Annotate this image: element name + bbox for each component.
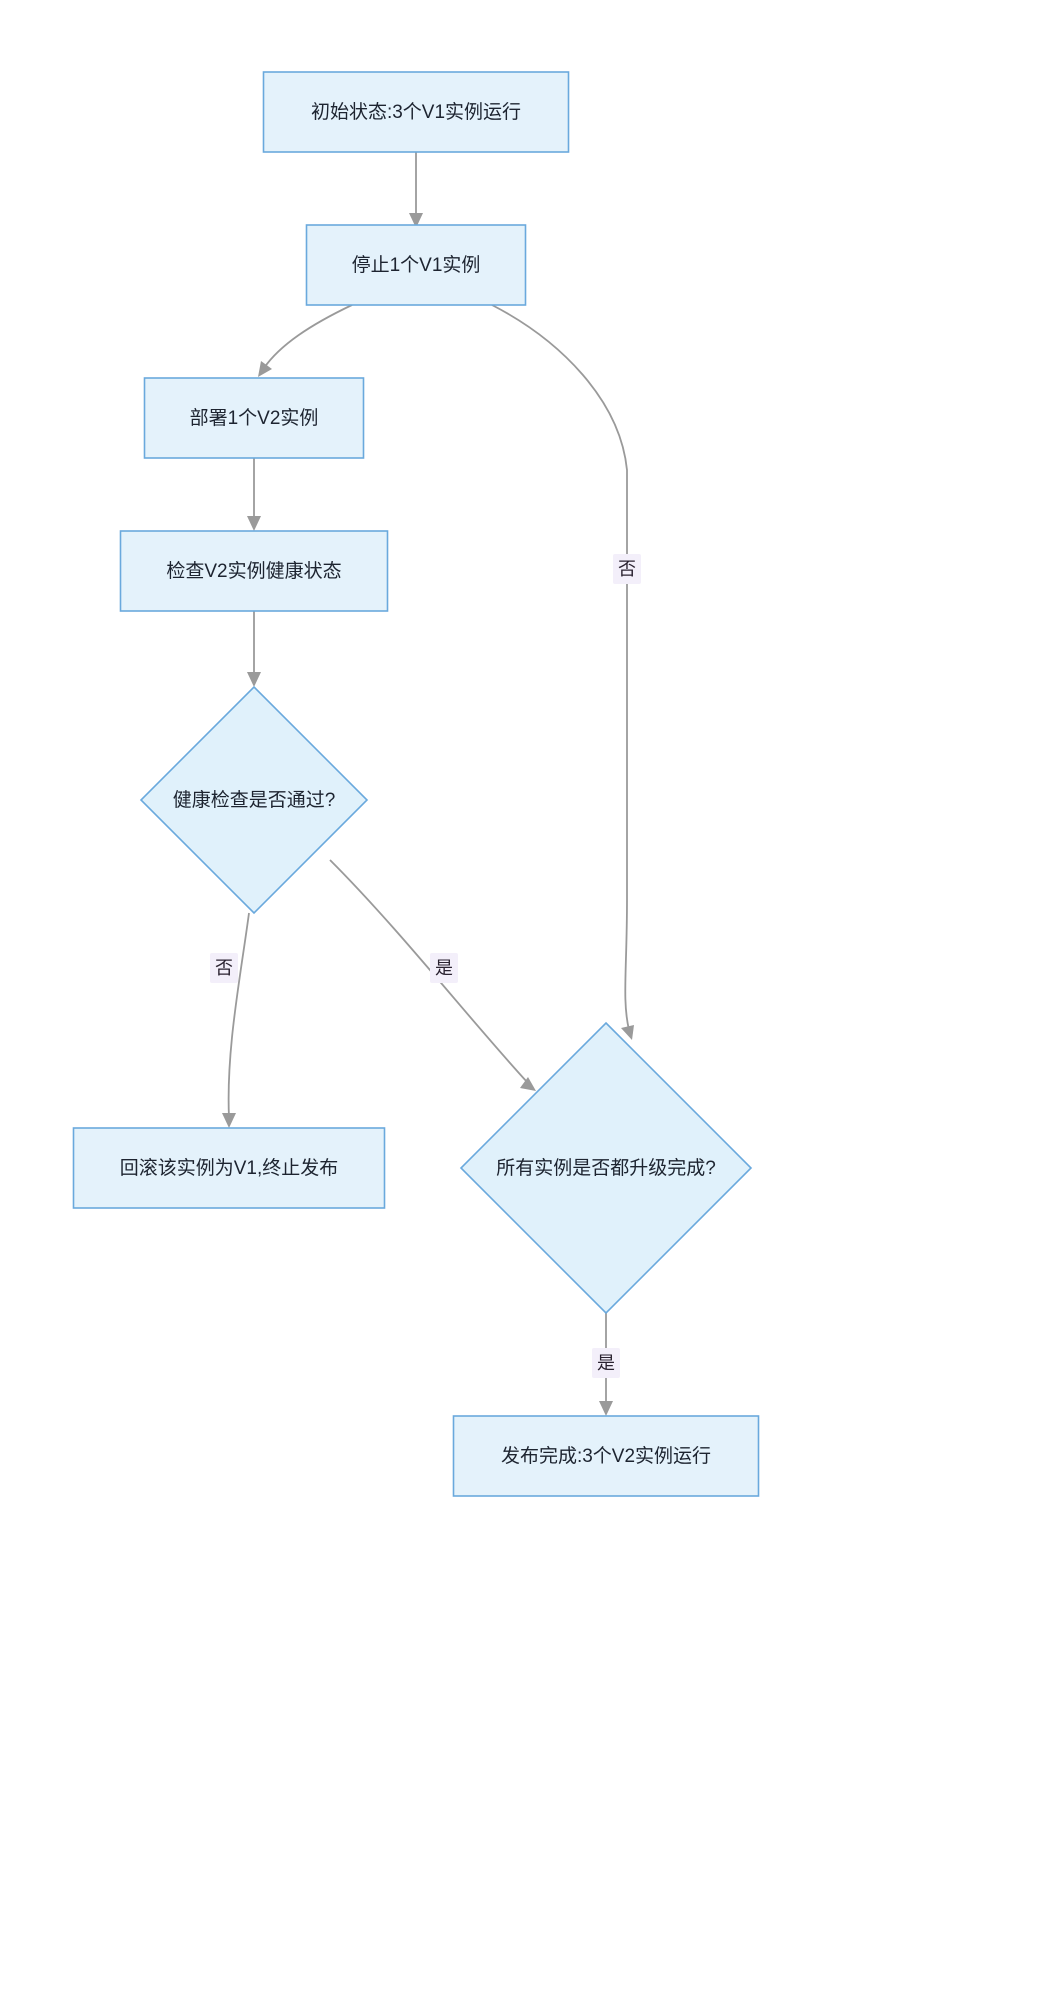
arrowhead-icon bbox=[520, 1077, 536, 1091]
node-stop-v1-instance[interactable]: 停止1个V1实例 bbox=[305, 224, 527, 306]
edge-line bbox=[263, 304, 353, 369]
edge-label-no-rollback: 否 bbox=[618, 559, 636, 579]
edge-d1-to-d2: 是 bbox=[329, 859, 536, 1091]
edge-d2-to-n6: 是 bbox=[592, 1313, 620, 1416]
arrowhead-icon bbox=[258, 361, 272, 377]
edge-label-background bbox=[592, 1348, 620, 1378]
edge-line bbox=[329, 859, 529, 1084]
arrowhead-icon bbox=[247, 516, 261, 531]
node-label: 回滚该实例为V1,终止发布 bbox=[120, 1157, 339, 1179]
node-shape-diamond[interactable] bbox=[459, 1021, 753, 1315]
node-label: 发布完成:3个V2实例运行 bbox=[501, 1445, 711, 1467]
arrowhead-icon bbox=[409, 213, 423, 228]
edge-n4-to-d1 bbox=[247, 611, 261, 687]
node-shape-rect[interactable] bbox=[452, 1415, 760, 1497]
edge-label-background bbox=[613, 554, 641, 584]
edge-n2-to-d2: 否 bbox=[491, 304, 641, 1040]
edge-label-background bbox=[430, 953, 458, 983]
node-shape-rect[interactable] bbox=[119, 530, 389, 612]
edge-n1-to-n2 bbox=[409, 152, 423, 228]
edge-d1-to-n5: 否 bbox=[210, 912, 250, 1128]
node-shape-rect[interactable] bbox=[143, 377, 365, 459]
node-label: 停止1个V1实例 bbox=[352, 254, 481, 276]
node-decision-health-check[interactable]: 健康检查是否通过? bbox=[139, 685, 369, 915]
node-label: 初始状态:3个V1实例运行 bbox=[311, 101, 521, 123]
arrowhead-icon bbox=[247, 672, 261, 687]
edge-line bbox=[491, 304, 630, 1031]
node-release-complete[interactable]: 发布完成:3个V2实例运行 bbox=[452, 1415, 760, 1497]
arrowhead-icon bbox=[621, 1025, 634, 1040]
node-rollback-abort[interactable]: 回滚该实例为V1,终止发布 bbox=[72, 1127, 386, 1209]
node-shape-rect[interactable] bbox=[305, 224, 527, 306]
edge-n2-to-n3 bbox=[258, 304, 353, 377]
edge-line bbox=[227, 912, 250, 1119]
edge-label-complete-yes: 是 bbox=[597, 1353, 615, 1373]
edge-n3-to-n4 bbox=[247, 458, 261, 531]
node-shape-rect[interactable] bbox=[262, 71, 570, 153]
edge-label-health-yes: 是 bbox=[435, 958, 453, 978]
arrowhead-icon bbox=[599, 1401, 613, 1416]
node-label: 检查V2实例健康状态 bbox=[166, 560, 341, 582]
node-initial-state[interactable]: 初始状态:3个V1实例运行 bbox=[262, 71, 570, 153]
edge-label-health-no: 否 bbox=[215, 958, 233, 978]
arrowhead-icon bbox=[222, 1113, 236, 1128]
node-label: 部署1个V2实例 bbox=[190, 407, 319, 429]
node-label: 所有实例是否都升级完成? bbox=[496, 1157, 716, 1179]
node-shape-rect[interactable] bbox=[72, 1127, 386, 1209]
edge-label-background bbox=[210, 953, 238, 983]
node-check-v2-health[interactable]: 检查V2实例健康状态 bbox=[119, 530, 389, 612]
node-label: 健康检查是否通过? bbox=[173, 789, 336, 811]
edge-layer: 否 否 是 bbox=[210, 152, 641, 1416]
node-deploy-v2-instance[interactable]: 部署1个V2实例 bbox=[143, 377, 365, 459]
node-shape-diamond[interactable] bbox=[139, 685, 369, 915]
node-decision-all-upgraded[interactable]: 所有实例是否都升级完成? bbox=[459, 1021, 753, 1315]
node-layer: 初始状态:3个V1实例运行 停止1个V1实例 部署1个V2实例 检查V2实例健康… bbox=[72, 71, 760, 1497]
